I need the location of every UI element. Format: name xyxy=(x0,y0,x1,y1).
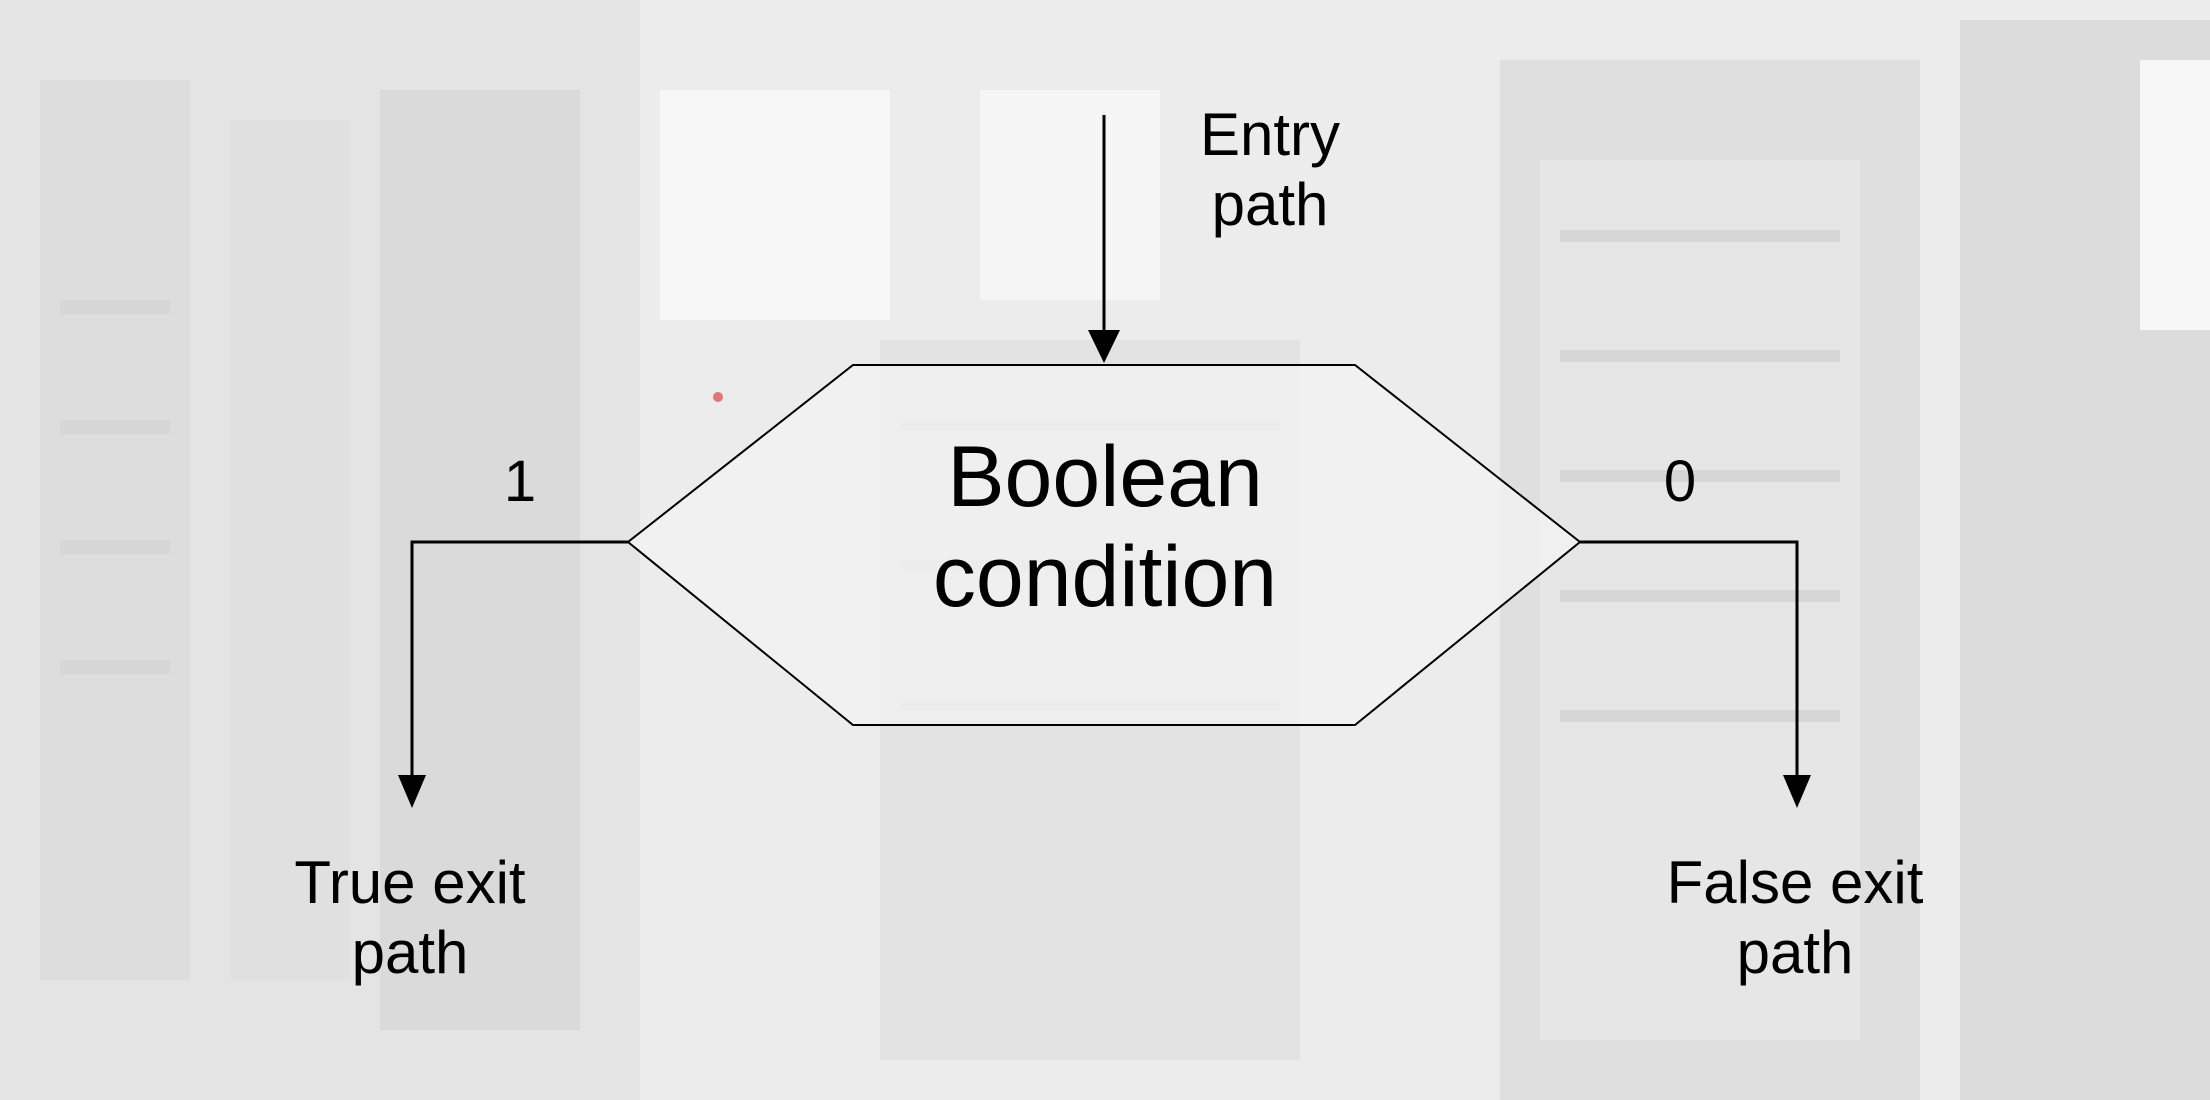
false-exit-path-label: False exit path xyxy=(1666,849,1924,987)
true-exit-path-label: True exit path xyxy=(294,849,526,987)
boolean-condition-label: Boolean condition xyxy=(932,429,1278,625)
entry-path-label: Entry path xyxy=(1199,101,1341,239)
true-exit-arrow xyxy=(398,540,628,808)
pointer-dot xyxy=(713,392,723,402)
entry-arrow xyxy=(1088,115,1120,363)
false-exit-arrow xyxy=(1580,540,1811,808)
false-value-label: 0 xyxy=(1663,449,1697,514)
true-value-label: 1 xyxy=(503,449,537,514)
